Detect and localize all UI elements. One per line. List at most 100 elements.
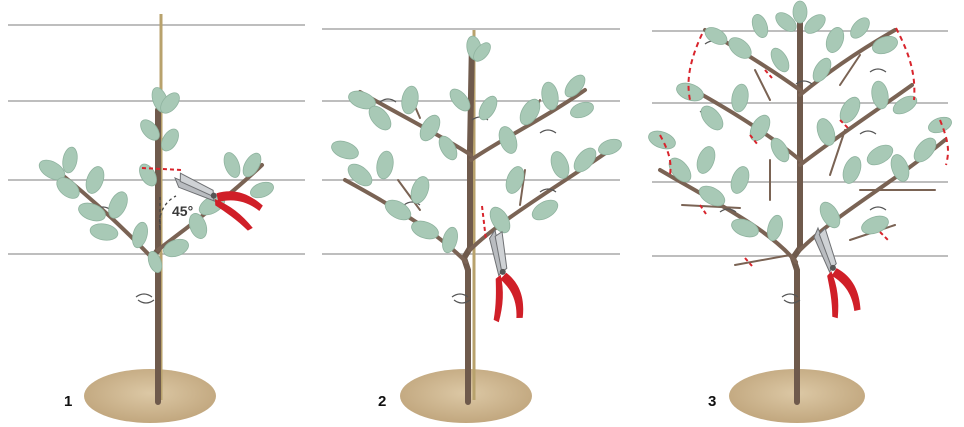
right-branch — [798, 83, 914, 167]
cut-mark — [879, 231, 889, 241]
tree — [331, 30, 622, 405]
side-shoot — [397, 179, 421, 211]
leaf — [928, 116, 952, 134]
leaf — [531, 199, 559, 221]
leaf — [816, 118, 836, 146]
leaf — [913, 137, 937, 163]
leaf — [700, 105, 724, 131]
leaf — [892, 95, 918, 115]
leaf — [223, 152, 241, 178]
leaf — [56, 177, 80, 199]
tree: 45° — [38, 14, 274, 405]
tie — [403, 201, 421, 206]
leaf — [140, 119, 160, 141]
leaf — [160, 92, 180, 114]
cut-mark — [764, 69, 773, 79]
leaf — [770, 137, 790, 163]
tie — [379, 98, 397, 103]
leaf — [473, 42, 491, 62]
leaf — [132, 221, 148, 249]
tie — [539, 188, 557, 193]
side-shoot — [681, 204, 741, 209]
leaf — [819, 201, 841, 229]
tie — [869, 68, 887, 73]
cut-marks — [659, 27, 949, 267]
cut-mark — [895, 27, 916, 101]
right-branch — [798, 28, 897, 97]
step-number: 3 — [708, 393, 716, 410]
left-branch — [658, 168, 798, 264]
leaf — [775, 12, 797, 32]
leaf — [866, 144, 894, 166]
leaf — [163, 238, 189, 258]
pruning-shears-icon — [813, 226, 861, 319]
tie — [719, 208, 737, 213]
leaf — [676, 82, 704, 102]
leaf — [401, 85, 419, 115]
leaf — [78, 202, 106, 222]
leaf — [648, 130, 676, 150]
leaf — [38, 159, 66, 181]
leaf — [751, 14, 769, 38]
side-shoot — [839, 54, 861, 86]
leaf — [698, 185, 726, 207]
leaf — [411, 220, 439, 240]
leaf — [108, 191, 128, 219]
panel-1: 45° 1 — [8, 14, 305, 423]
leaves — [331, 35, 622, 254]
cut-mark — [749, 134, 759, 146]
soil-mound — [84, 369, 216, 423]
leaf — [478, 95, 498, 121]
leaf — [704, 27, 728, 45]
leaf — [419, 114, 441, 142]
leaf — [347, 163, 373, 187]
tree — [648, 0, 952, 405]
leaf — [871, 80, 889, 110]
panel-2: 2 — [322, 28, 622, 423]
right-branch — [469, 88, 587, 162]
tie — [859, 130, 877, 135]
leaf — [598, 138, 622, 156]
panel-3: 3 — [648, 0, 952, 423]
leaf — [519, 98, 541, 126]
side-shoot — [829, 129, 846, 176]
leaf — [139, 163, 157, 187]
trunk — [789, 17, 803, 405]
leaves — [38, 87, 274, 273]
leaf — [376, 150, 394, 180]
leaf — [161, 128, 179, 152]
leaf — [872, 35, 898, 55]
leaf — [242, 152, 262, 178]
cut-mark — [699, 204, 707, 215]
leaf — [368, 105, 392, 131]
leaf — [62, 146, 78, 174]
cut-mark — [744, 257, 753, 267]
cut-mark — [481, 205, 487, 241]
leaf — [188, 213, 208, 239]
side-shoot — [754, 69, 771, 101]
tie — [869, 206, 887, 211]
leaf — [728, 37, 752, 59]
leaf — [850, 17, 870, 39]
leaf — [348, 90, 376, 110]
leaf — [767, 214, 783, 242]
pruning-shears-icon — [488, 228, 524, 323]
leaf — [749, 114, 771, 142]
angle-arc — [158, 195, 177, 229]
leaves — [648, 0, 952, 242]
leaf — [770, 47, 790, 73]
leaf — [331, 140, 359, 160]
leaf — [250, 181, 274, 199]
leaf — [731, 218, 759, 238]
leaf — [541, 81, 559, 111]
leaf — [410, 176, 430, 204]
leaf — [498, 126, 518, 154]
leaf — [570, 101, 594, 119]
leaf — [147, 251, 163, 273]
leaf — [668, 157, 692, 183]
cut-mark — [687, 33, 703, 101]
step-number: 2 — [378, 393, 386, 410]
leaf — [825, 27, 845, 53]
tie — [135, 293, 155, 304]
